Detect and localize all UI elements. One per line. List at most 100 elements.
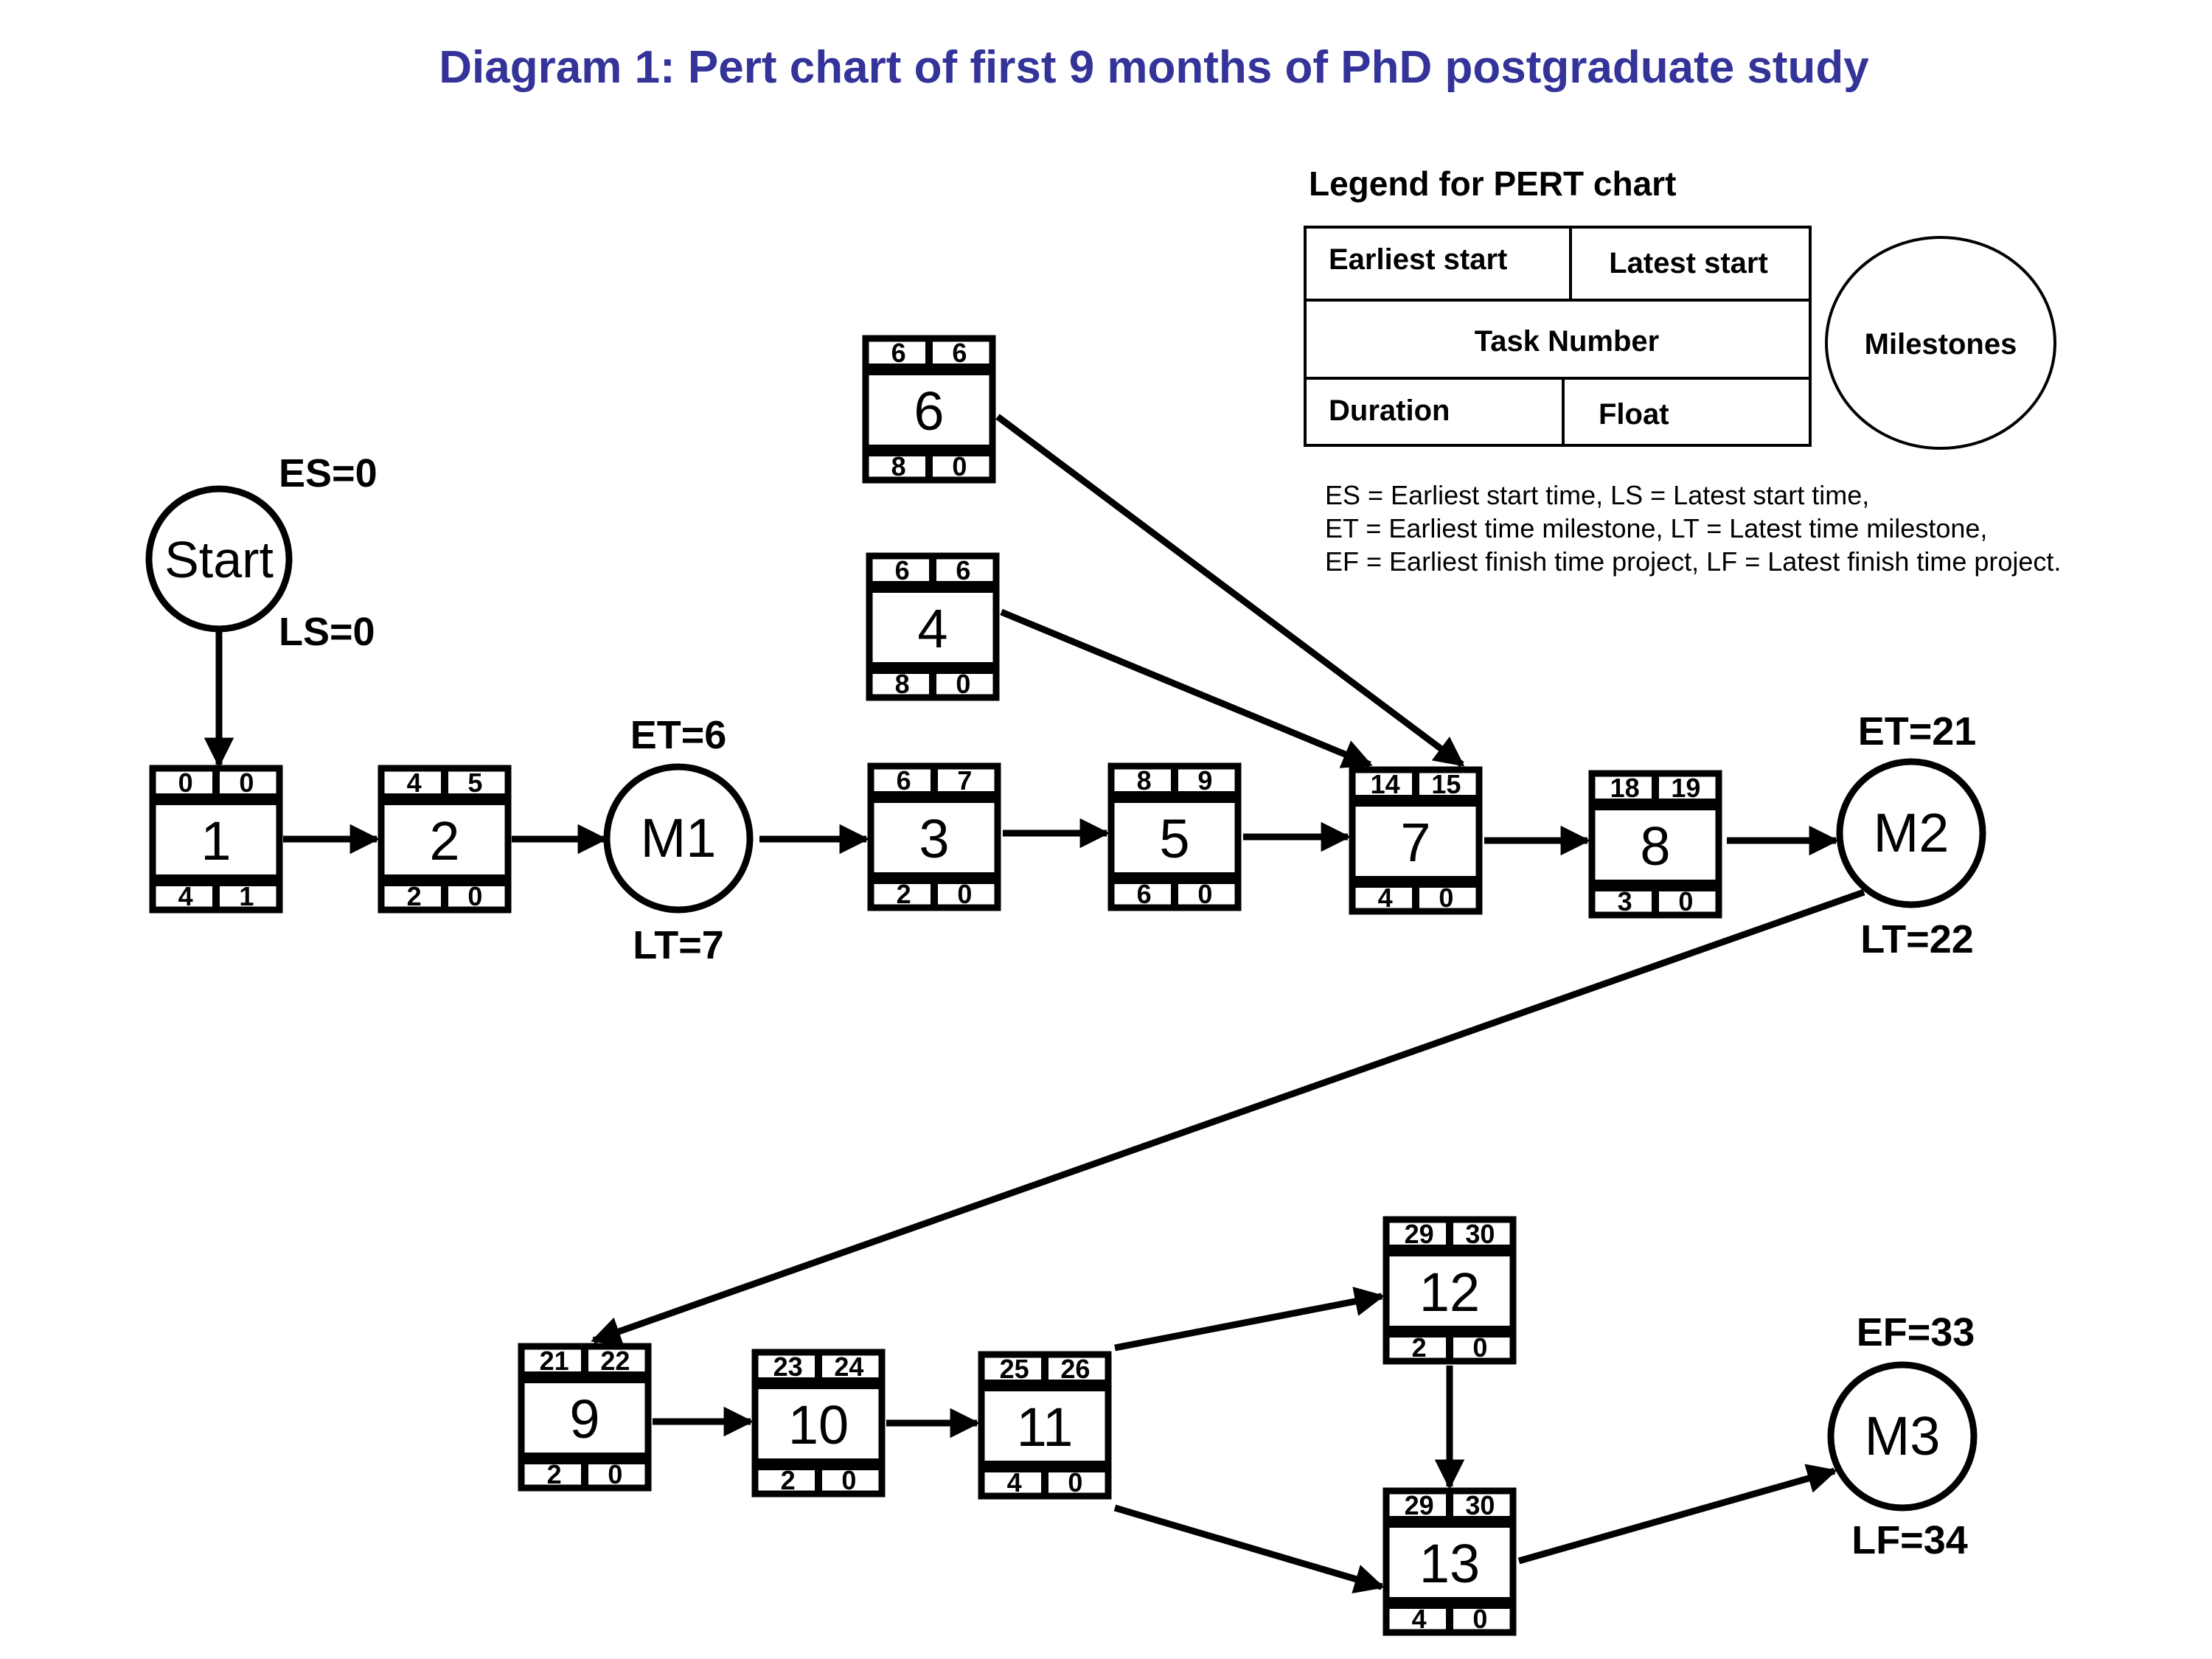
task-earliest-start: 23	[773, 1352, 803, 1382]
task-latest-start: 7	[957, 765, 972, 796]
legend-task-number: Task Number	[1475, 325, 1659, 358]
legend-milestones: Milestones	[1865, 328, 2017, 361]
milestone-bottom-label: LT=22	[1860, 917, 1974, 961]
node-label: Start	[164, 531, 274, 588]
task-duration: 2	[781, 1465, 796, 1495]
task-duration: 2	[407, 881, 422, 911]
task-float: 0	[1197, 879, 1212, 909]
task-float: 0	[952, 451, 967, 481]
task-number: 8	[1640, 815, 1670, 877]
task-latest-start: 6	[956, 555, 970, 585]
task-number: 2	[429, 810, 459, 872]
task-footer-divider	[1171, 875, 1178, 911]
task-earliest-start: 29	[1405, 1219, 1434, 1249]
task-earliest-start: 6	[895, 555, 910, 585]
task-earliest-start: 21	[540, 1346, 569, 1376]
task-earliest-start: 18	[1610, 773, 1640, 803]
legend-heading: Legend for PERT chart	[1309, 164, 1676, 203]
task-latest-start: 15	[1431, 769, 1461, 799]
task-footer-divider	[441, 877, 448, 913]
node-label: M2	[1874, 802, 1950, 863]
legend: Legend for PERT chart Earliest start Lat…	[1304, 164, 2061, 577]
milestone-m1: M1	[603, 763, 754, 914]
task-number: 10	[788, 1394, 849, 1455]
legend-note: ES = Earliest start time, LS = Latest st…	[1325, 480, 1869, 510]
task-header-divider	[212, 765, 220, 801]
task-float: 0	[1472, 1604, 1487, 1634]
task-header-divider	[1652, 771, 1659, 806]
task-header-divider	[1171, 763, 1178, 799]
task-latest-start: 24	[834, 1352, 863, 1382]
edge-11-to-12	[1114, 1287, 1385, 1352]
milestone-bottom-label: LT=7	[633, 923, 724, 967]
task-duration: 2	[1412, 1332, 1427, 1363]
task-earliest-start: 14	[1371, 769, 1400, 799]
task-header-divider	[1041, 1352, 1048, 1387]
task-number: 12	[1419, 1262, 1480, 1323]
legend-box	[1304, 226, 1812, 447]
task-float: 0	[1068, 1467, 1082, 1498]
milestone-top-label: EF=33	[1857, 1310, 1975, 1354]
task-latest-start: 30	[1465, 1490, 1495, 1520]
task-duration: 8	[895, 669, 910, 699]
edge-6-to-7	[995, 414, 1465, 768]
legend-milestone-circle	[1825, 236, 2056, 450]
start-ls-label: LS=0	[279, 610, 375, 654]
start-node: Start	[145, 485, 293, 633]
legend-earliest-start: Earliest start	[1329, 243, 1507, 276]
task-float: 0	[467, 881, 482, 911]
task-header-divider	[1446, 1488, 1453, 1523]
task-float: 0	[956, 669, 970, 699]
task-footer-divider	[1412, 879, 1419, 914]
task-footer-divider	[1041, 1464, 1048, 1499]
legend-float: Float	[1599, 398, 1669, 431]
task-float: 1	[239, 881, 254, 911]
legend-note: ET = Earliest time milestone, LT = Lates…	[1325, 513, 1987, 543]
edge-11-to-13	[1113, 1504, 1385, 1594]
legend-note: EF = Earliest finish time project, LF = …	[1325, 546, 2061, 577]
milestone-top-label: ET=21	[1858, 709, 1977, 754]
start-es-label: ES=0	[279, 451, 378, 495]
task-footer-divider	[815, 1461, 822, 1497]
task-header-divider	[1412, 767, 1419, 802]
task-latest-start: 6	[952, 338, 967, 368]
task-float: 0	[957, 879, 972, 909]
task-header-divider	[1446, 1217, 1453, 1252]
task-duration: 2	[897, 879, 911, 909]
node-circle	[603, 763, 754, 914]
task-duration: 4	[1378, 883, 1393, 913]
task-latest-start: 26	[1060, 1354, 1090, 1384]
task-footer-divider	[931, 875, 938, 911]
task-header-divider	[931, 763, 938, 799]
task-earliest-start: 6	[891, 338, 906, 368]
task-float: 0	[1678, 886, 1693, 917]
task-earliest-start: 4	[407, 768, 422, 798]
task-latest-start: 22	[600, 1346, 630, 1376]
task-header-divider	[581, 1343, 588, 1379]
task-number: 1	[201, 810, 231, 872]
task-footer-divider	[929, 665, 936, 700]
task-latest-start: 30	[1465, 1219, 1495, 1249]
edge-m2-to-9	[591, 888, 1865, 1346]
edge-13-to-m3	[1517, 1464, 1837, 1565]
legend-latest-start: Latest start	[1609, 247, 1768, 279]
milestone-m2: M2	[1836, 758, 1986, 908]
node-circle	[1836, 758, 1986, 908]
milestone-m3: M3	[1827, 1361, 1978, 1512]
task-footer-divider	[1446, 1600, 1453, 1635]
task-header-divider	[441, 765, 448, 801]
node-label: M3	[1865, 1405, 1941, 1467]
page-title: Diagram 1: Pert chart of first 9 months …	[439, 42, 1869, 93]
task-earliest-start: 6	[897, 765, 911, 796]
milestone-bottom-label: LF=34	[1851, 1518, 1968, 1562]
task-latest-start: 5	[467, 768, 482, 798]
task-duration: 2	[547, 1459, 562, 1489]
